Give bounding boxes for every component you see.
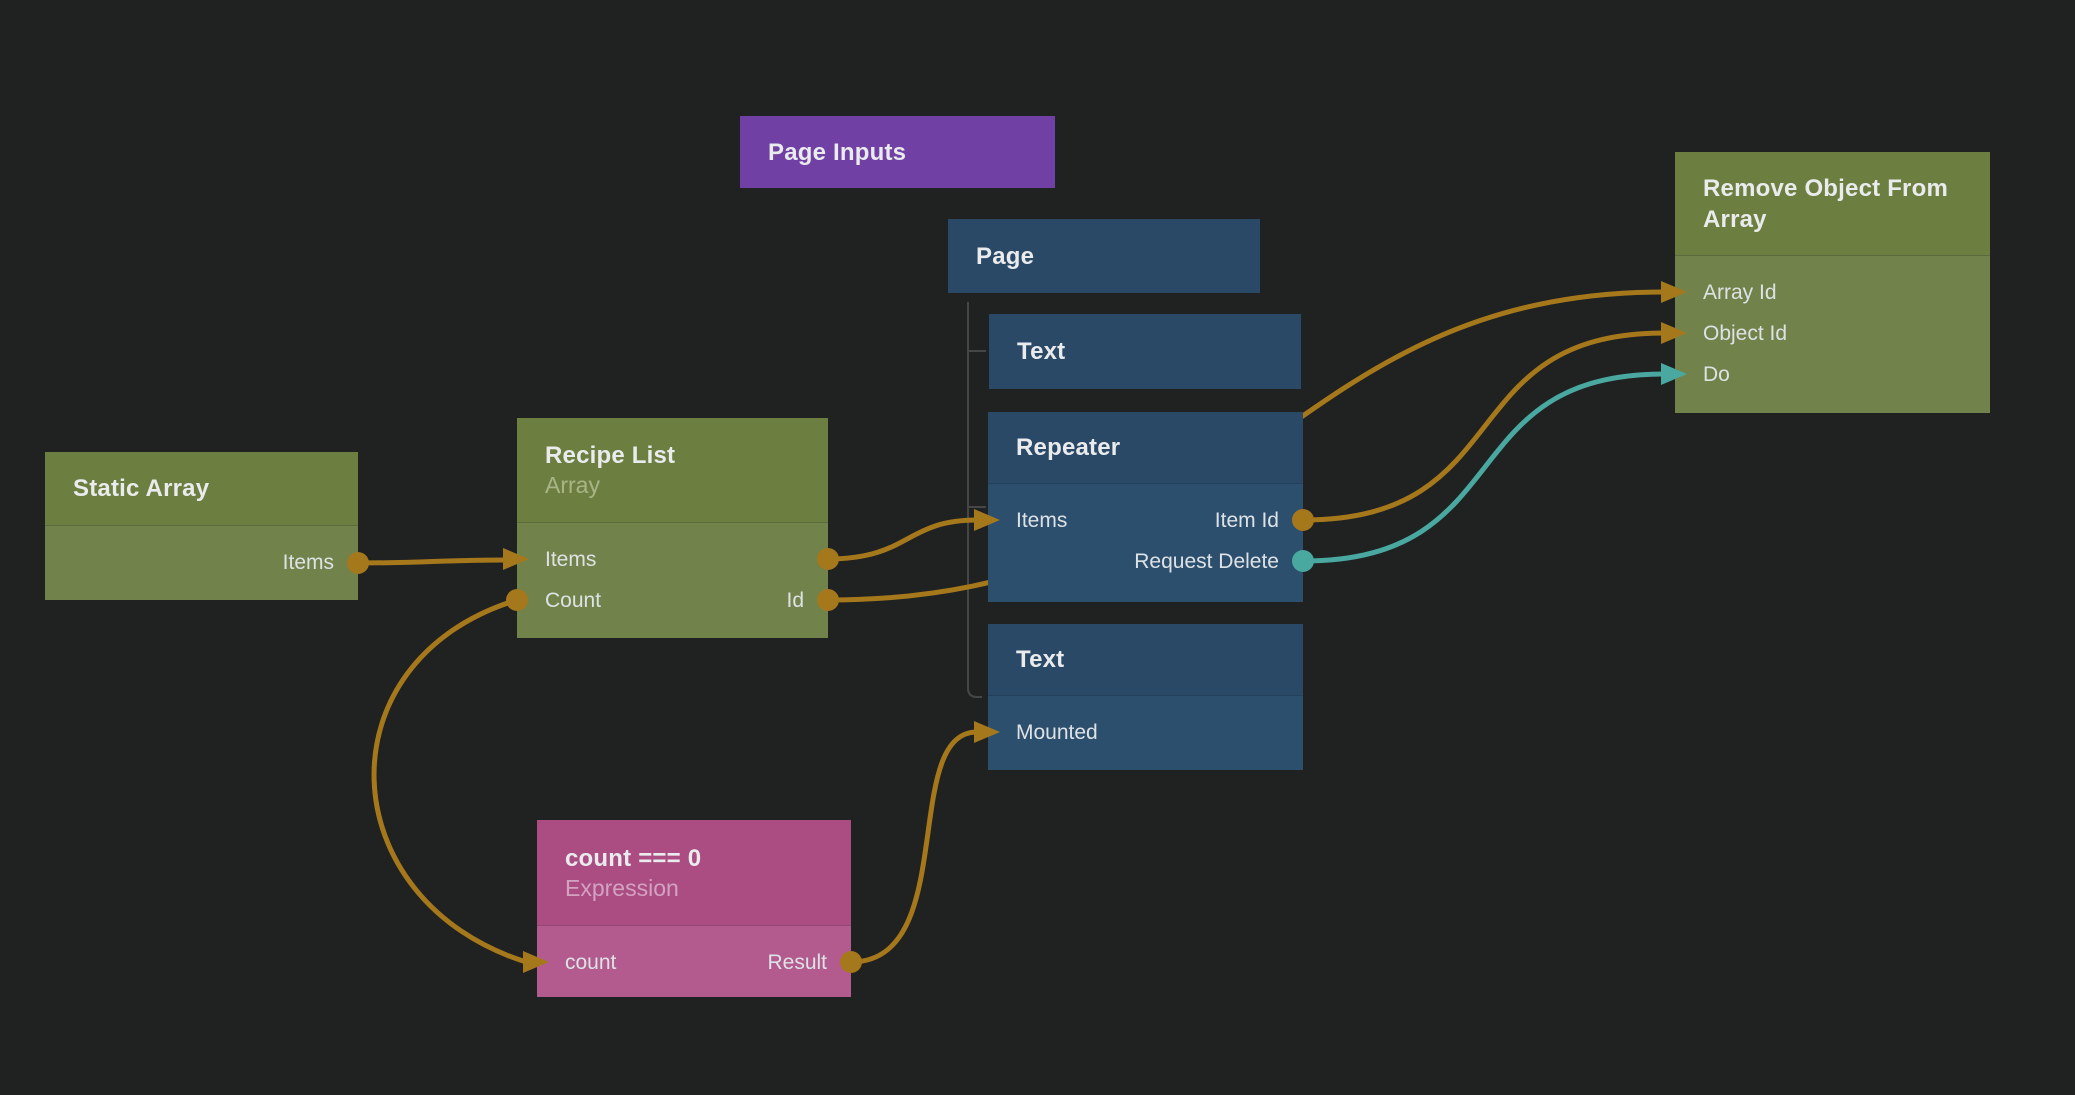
port-label-request-delete[interactable]: Request Delete: [1134, 549, 1279, 573]
node-subtitle: Expression: [565, 874, 679, 901]
node-title: count === 0: [565, 844, 702, 872]
node-title: Remove Object From Array: [1703, 174, 1948, 233]
port-row: Items: [45, 542, 358, 583]
node-title: Page: [976, 242, 1035, 270]
port-circle-expression-result-out[interactable]: [840, 951, 862, 973]
node-title: Recipe List: [545, 442, 676, 469]
wire-expression-result-to-text-2-mounted[interactable]: [848, 729, 980, 965]
port-arrow-expression-count-in[interactable]: [523, 951, 549, 973]
port-row: Array Id: [1675, 272, 1990, 313]
port-row: Object Id: [1675, 313, 1990, 354]
port-label-item-id[interactable]: Item Id: [1214, 508, 1279, 532]
port-circle-recipe-list-items-out[interactable]: [817, 548, 839, 570]
wire-recipe-list-count-to-expression-count[interactable]: [371, 597, 529, 965]
wire-static-array-items-to-recipe-list-items[interactable]: [355, 557, 508, 566]
wire-repeater-item-id-to-remove-object-id[interactable]: [1300, 330, 1667, 523]
node-header[interactable]: Page: [948, 219, 1260, 293]
wire-recipe-list-items-to-repeater-items[interactable]: [825, 517, 980, 562]
node-header[interactable]: Text: [989, 314, 1301, 389]
node-title: Static Array: [73, 475, 210, 502]
port-label-items[interactable]: Items: [282, 550, 334, 574]
node-header[interactable]: Repeater: [988, 412, 1303, 483]
port-label-result[interactable]: Result: [767, 950, 827, 974]
port-circle-recipe-list-id-out[interactable]: [817, 589, 839, 611]
hierarchy-tree-line: [967, 302, 982, 698]
node-subtitle: Array: [545, 472, 600, 498]
port-arrow-remove-do-in[interactable]: [1661, 363, 1687, 385]
node-header[interactable]: Page Inputs: [740, 116, 1055, 188]
port-circle-repeater-request-delete-out[interactable]: [1292, 550, 1314, 572]
node-header[interactable]: Text: [988, 624, 1303, 695]
node-text-1[interactable]: Text: [989, 314, 1301, 389]
port-label-count[interactable]: count: [565, 950, 617, 974]
port-row: Items Item Id: [988, 500, 1303, 541]
port-arrow-remove-array-id-in[interactable]: [1661, 281, 1687, 303]
node-header[interactable]: Static Array: [45, 452, 358, 525]
node-title: Text: [1017, 338, 1066, 365]
port-row: count Result: [537, 942, 851, 983]
port-arrow-recipe-list-items-in[interactable]: [503, 548, 529, 570]
port-row: Mounted: [988, 712, 1303, 753]
node-title: Repeater: [1016, 434, 1121, 461]
port-row: Request Delete: [988, 541, 1303, 582]
node-title: Page Inputs: [768, 138, 907, 166]
node-page-inputs[interactable]: Page Inputs: [740, 116, 1055, 188]
port-arrow-repeater-items-in[interactable]: [974, 509, 1000, 531]
port-circle-recipe-list-count-out[interactable]: [506, 589, 528, 611]
node-title: Text: [1016, 646, 1065, 673]
port-label-items[interactable]: Items: [1016, 508, 1068, 532]
port-label-array-id[interactable]: Array Id: [1703, 280, 1777, 304]
wire-repeater-request-delete-to-remove-do[interactable]: [1300, 371, 1667, 564]
port-label-object-id[interactable]: Object Id: [1703, 321, 1788, 345]
port-row: Do: [1675, 354, 1990, 395]
port-label-mounted[interactable]: Mounted: [1016, 720, 1098, 744]
port-circle-repeater-item-id-out[interactable]: [1292, 509, 1314, 531]
port-row: Items: [517, 539, 828, 580]
node-header[interactable]: Remove Object From Array: [1675, 152, 1990, 255]
node-page[interactable]: Page: [948, 219, 1260, 293]
port-label-items[interactable]: Items: [545, 547, 597, 571]
port-row: Count Id: [517, 580, 828, 621]
port-label-do[interactable]: Do: [1703, 362, 1730, 386]
port-arrow-text-2-mounted-in[interactable]: [974, 721, 1000, 743]
port-label-count[interactable]: Count: [545, 588, 602, 612]
port-circle-static-array-items-out[interactable]: [347, 552, 369, 574]
port-label-id[interactable]: Id: [786, 588, 804, 612]
port-arrow-remove-object-id-in[interactable]: [1661, 322, 1687, 344]
